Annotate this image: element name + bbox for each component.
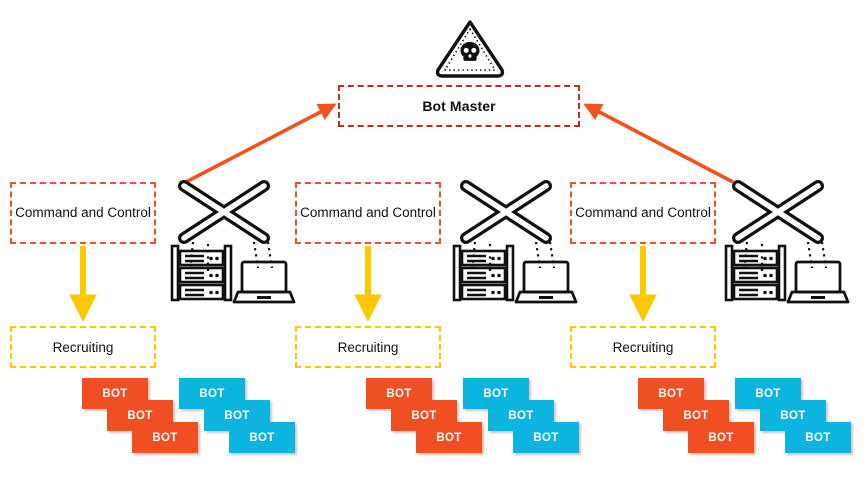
server-rack-icon: [724, 244, 787, 302]
x-cross-icon: [178, 180, 270, 244]
x-cross-icon: [460, 180, 552, 244]
recruiting-box-2: Recruiting: [295, 326, 441, 368]
bot-card-label: BOT: [224, 409, 250, 422]
bot-card-label: BOT: [102, 387, 128, 400]
laptop-icon: [232, 260, 296, 304]
x-cross-icon: [732, 180, 824, 244]
bot-card: BOT: [785, 422, 851, 453]
laptop-icon: [786, 260, 850, 304]
recruiting-label: Recruiting: [52, 339, 114, 355]
bot-card-label: BOT: [249, 431, 275, 444]
bot-card-label: BOT: [199, 387, 225, 400]
bot-master-box: Bot Master: [338, 85, 580, 127]
bot-card-label: BOT: [708, 431, 734, 444]
bot-card-label: BOT: [483, 387, 509, 400]
bot-card-label: BOT: [533, 431, 559, 444]
bot-card-label: BOT: [411, 409, 437, 422]
bot-card-label: BOT: [386, 387, 412, 400]
command-and-control-box-1: Command and Control: [10, 182, 156, 244]
bot-card: BOT: [488, 400, 554, 431]
skull-warning-triangle-icon: [434, 18, 506, 80]
recruiting-box-3: Recruiting: [570, 326, 716, 368]
recruiting-label: Recruiting: [612, 339, 674, 355]
recruiting-label: Recruiting: [337, 339, 399, 355]
server-rack-icon: [452, 244, 515, 302]
bot-card: BOT: [688, 422, 754, 453]
command-and-control-box-3: Command and Control: [570, 182, 716, 244]
recruiting-box-1: Recruiting: [10, 326, 156, 368]
bot-card-label: BOT: [127, 409, 153, 422]
bot-card: BOT: [513, 422, 579, 453]
command-and-control-box-2: Command and Control: [295, 182, 441, 244]
command-and-control-label: Command and Control: [575, 204, 711, 220]
bot-card-label: BOT: [508, 409, 534, 422]
bot-card-label: BOT: [436, 431, 462, 444]
bot-card-label: BOT: [658, 387, 684, 400]
laptop-icon: [514, 260, 578, 304]
network-cluster-3: [722, 176, 850, 304]
network-cluster-1: [168, 176, 296, 304]
bot-card: BOT: [416, 422, 482, 453]
bot-card-label: BOT: [780, 409, 806, 422]
bot-card-label: BOT: [755, 387, 781, 400]
command-and-control-label: Command and Control: [15, 204, 151, 220]
command-and-control-label: Command and Control: [300, 204, 436, 220]
bot-master-label: Bot Master: [422, 98, 496, 114]
bot-card: BOT: [132, 422, 198, 453]
server-rack-icon: [170, 244, 233, 302]
bot-card: BOT: [229, 422, 295, 453]
bot-card-label: BOT: [683, 409, 709, 422]
network-cluster-2: [450, 176, 578, 304]
bot-card-label: BOT: [152, 431, 178, 444]
bot-card-label: BOT: [805, 431, 831, 444]
